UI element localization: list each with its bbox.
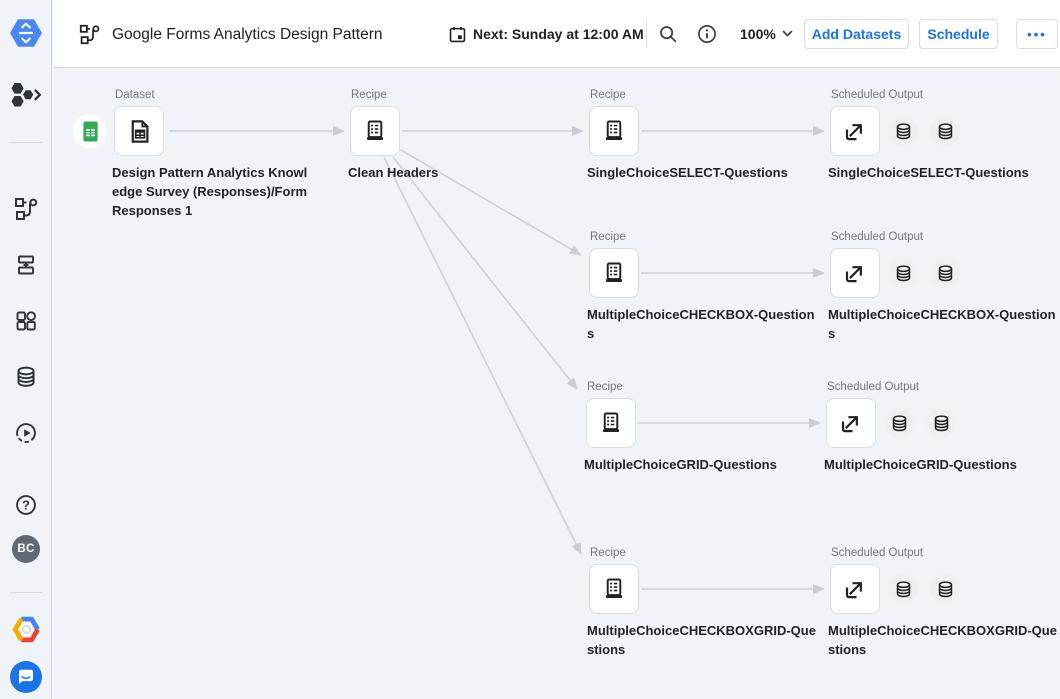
node-type-label: Recipe: [590, 547, 626, 559]
flow-icon: [79, 24, 100, 50]
more-options-button[interactable]: •••: [1016, 19, 1058, 49]
sidebar-divider: [9, 142, 42, 143]
jobs-run-icon: [16, 423, 36, 443]
node-name: Clean Headers: [348, 165, 439, 180]
recipe-icon: [605, 120, 623, 140]
node-name: Design Pattern Analytics Knowledge Surve…: [112, 165, 308, 218]
page-title: Google Forms Analytics Design Pattern: [112, 26, 383, 43]
flow-icon: [15, 198, 38, 220]
recipe-icon: [602, 412, 620, 432]
topbar-divider: [646, 21, 647, 48]
node-type-label: Scheduled Output: [831, 231, 924, 243]
output-arrow-icon: [845, 266, 862, 283]
avatar-initials: BC: [12, 535, 40, 563]
node-name: MultipleChoiceGRID-Questions: [824, 457, 1017, 472]
next-run-status: Next: Sunday at 12:00 AM: [473, 26, 644, 42]
node-type-label: Recipe: [587, 381, 623, 393]
node-type-label: Scheduled Output: [827, 381, 920, 393]
database-icon[interactable]: [930, 574, 960, 604]
database-icon[interactable]: [926, 408, 956, 438]
zoom-level-control[interactable]: 100%: [740, 26, 793, 42]
publish-targets: [888, 116, 960, 146]
node-type-label: Recipe: [590, 231, 626, 243]
node-type-label: Scheduled Output: [831, 547, 924, 559]
scheduled-output-card[interactable]: [830, 564, 880, 614]
user-avatar[interactable]: BC: [0, 535, 52, 563]
sidebar: ? BC: [0, 0, 52, 699]
dataprep-logo-icon[interactable]: [0, 16, 52, 50]
schedule-button[interactable]: Schedule: [919, 19, 998, 49]
publish-targets: [888, 574, 960, 604]
recipe-card[interactable]: [589, 564, 639, 614]
node-type-label: Dataset: [115, 89, 155, 101]
publish-targets: [888, 258, 960, 288]
sidebar-item-connections[interactable]: [0, 365, 52, 389]
recipe-card[interactable]: [586, 398, 636, 448]
calendar-icon: [448, 25, 467, 49]
scheduled-output-card[interactable]: [826, 398, 876, 448]
dataset-card[interactable]: [114, 106, 164, 156]
sidebar-divider: [9, 592, 42, 593]
scheduled-output-card[interactable]: [830, 248, 880, 298]
info-icon[interactable]: [697, 24, 717, 44]
publish-targets: [884, 408, 956, 438]
recipe-icon: [605, 262, 623, 282]
node-name: MultipleChoiceCHECKBOX-Questions: [828, 307, 1056, 341]
zoom-level-value: 100%: [740, 26, 776, 42]
library-grid-icon: [16, 311, 36, 331]
add-datasets-button[interactable]: Add Datasets: [804, 19, 909, 49]
node-type-label: Recipe: [351, 89, 387, 101]
output-arrow-icon: [845, 124, 862, 141]
recipe-icon: [605, 578, 623, 598]
database-icon: [17, 366, 35, 387]
sidebar-item-flows[interactable]: [0, 197, 52, 221]
sidebar-item-help[interactable]: ?: [0, 493, 52, 517]
database-icon[interactable]: [888, 258, 918, 288]
chevron-down-icon: [782, 30, 793, 37]
google-sheets-icon: [73, 114, 107, 148]
node-type-label: Scheduled Output: [831, 89, 924, 101]
node-name: SingleChoiceSELECT-Questions: [587, 165, 788, 180]
node-name: MultipleChoiceGRID-Questions: [584, 457, 777, 472]
database-icon[interactable]: [930, 258, 960, 288]
plan-icon: [18, 255, 34, 275]
database-icon[interactable]: [930, 116, 960, 146]
flow-edges: [169, 126, 825, 594]
dataset-table-icon: [131, 119, 148, 143]
search-icon[interactable]: [658, 24, 678, 44]
sidebar-item-library[interactable]: [0, 309, 52, 333]
recipe-card[interactable]: [350, 106, 400, 156]
recipe-card[interactable]: [589, 248, 639, 298]
sidebar-item-jobs[interactable]: [0, 421, 52, 445]
recipe-card[interactable]: [589, 106, 639, 156]
chat-support-icon[interactable]: [0, 661, 52, 693]
help-icon: ?: [16, 495, 36, 515]
database-icon[interactable]: [888, 574, 918, 604]
node-name: SingleChoiceSELECT-Questions: [828, 165, 1029, 180]
flow-canvas[interactable]: Dataset Design Pattern Analytics Knowled…: [53, 69, 1060, 699]
node-name: MultipleChoiceCHECKBOXGRID-Questions: [587, 623, 816, 657]
node-type-label: Recipe: [590, 89, 626, 101]
node-name: MultipleChoiceCHECKBOX-Questions: [587, 307, 815, 341]
output-arrow-icon: [841, 416, 858, 433]
output-arrow-icon: [845, 582, 862, 599]
database-icon[interactable]: [884, 408, 914, 438]
database-icon[interactable]: [888, 116, 918, 146]
node-name: MultipleChoiceCHECKBOXGRID-Questions: [828, 623, 1057, 657]
scheduled-output-card[interactable]: [830, 106, 880, 156]
sidebar-item-plans[interactable]: [0, 253, 52, 277]
svg-text:?: ?: [22, 499, 30, 513]
topbar: Google Forms Analytics Design Pattern Ne…: [53, 0, 1060, 68]
hexagon-cluster-expand-icon[interactable]: [0, 81, 52, 108]
google-cloud-icon[interactable]: [0, 616, 52, 643]
recipe-icon: [366, 120, 384, 140]
